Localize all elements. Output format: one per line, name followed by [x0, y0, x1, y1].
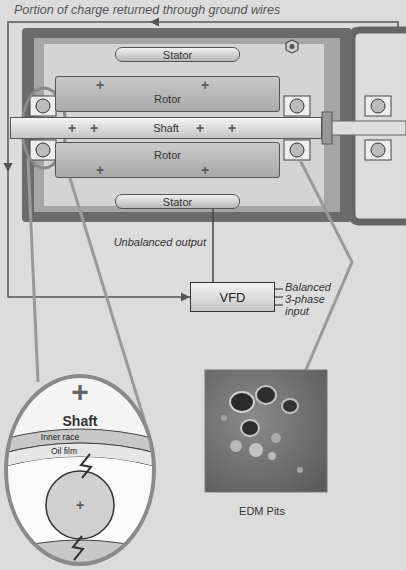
output-wire — [213, 209, 214, 282]
edm-pit — [282, 399, 298, 413]
input-label: Balanced 3-phase input — [285, 281, 341, 317]
ground-nut — [286, 40, 298, 53]
edm-pit — [241, 420, 259, 436]
node-text: Shaft — [153, 122, 179, 134]
edm-splatter — [221, 415, 227, 421]
ground-return-wire — [8, 22, 398, 297]
rotor-block: Rotor — [55, 142, 280, 178]
stator-band: Stator — [115, 47, 240, 62]
edm-leader — [300, 160, 352, 372]
zoom-oval — [6, 376, 154, 564]
shaft-bar: Shaft — [10, 117, 322, 139]
charge-sign: + — [76, 497, 84, 513]
wire-label: Unbalanced output — [108, 236, 206, 249]
bearing-closeup — [0, 429, 160, 570]
edm-pit — [230, 392, 254, 412]
node-text: Stator — [163, 49, 192, 61]
part-label: Oil film — [51, 446, 77, 456]
charge-sign: + — [68, 120, 76, 136]
photo-caption: EDM Pits — [239, 505, 285, 517]
bearing-gap — [0, 457, 160, 570]
node-text: Rotor — [154, 149, 181, 161]
charge-sign: + — [71, 375, 89, 409]
bearing-ball — [290, 143, 304, 157]
bearing — [284, 140, 310, 160]
rolling-ball — [46, 471, 114, 539]
shaft-extension — [330, 121, 406, 135]
bearing-ball — [36, 99, 50, 113]
part-label: Inner race — [41, 432, 79, 442]
stator-band: Stator — [115, 194, 240, 209]
arrow-head — [181, 293, 190, 302]
edm-splatter — [297, 467, 303, 473]
node-text: Rotor — [154, 93, 181, 105]
charge-sign: + — [196, 120, 204, 136]
arrow-head — [4, 163, 13, 172]
discharge-bolt — [81, 454, 91, 478]
charge-sign: + — [90, 120, 98, 136]
charge-sign: + — [96, 162, 104, 178]
bearing-ball — [371, 143, 385, 157]
bearing-ball — [36, 143, 50, 157]
bearing — [365, 140, 391, 160]
input-wire — [275, 288, 283, 289]
bearing-ball — [371, 99, 385, 113]
edm-photo — [205, 370, 327, 492]
rotor-block: Rotor — [55, 76, 280, 112]
bearing — [284, 96, 310, 116]
ground-nut-hole — [290, 44, 295, 49]
node-text: Stator — [163, 196, 192, 208]
bearing-ball — [290, 99, 304, 113]
bearing — [30, 96, 56, 116]
charge-sign: + — [201, 162, 209, 178]
arrow-head — [150, 18, 159, 27]
node-text: VFD — [220, 290, 246, 305]
wire-line — [212, 209, 214, 282]
charge-sign: + — [201, 77, 209, 93]
discharge-bolt — [73, 536, 83, 560]
edm-splatter — [271, 433, 281, 443]
ground-return-note: Portion of charge returned through groun… — [14, 3, 280, 17]
edm-splatter — [268, 452, 276, 460]
input-wire — [275, 304, 283, 305]
bearing — [30, 140, 56, 160]
edm-pit — [256, 386, 276, 404]
zoom-leader — [28, 158, 38, 382]
bearing — [365, 96, 391, 116]
coupling — [322, 112, 332, 144]
charge-sign: + — [228, 120, 236, 136]
vfd-box: VFD — [190, 282, 275, 312]
edm-splatter — [230, 440, 242, 452]
input-wire — [275, 296, 283, 297]
part-label: Shaft — [63, 413, 98, 429]
edm-splatter — [249, 443, 263, 457]
charge-sign: + — [96, 77, 104, 93]
